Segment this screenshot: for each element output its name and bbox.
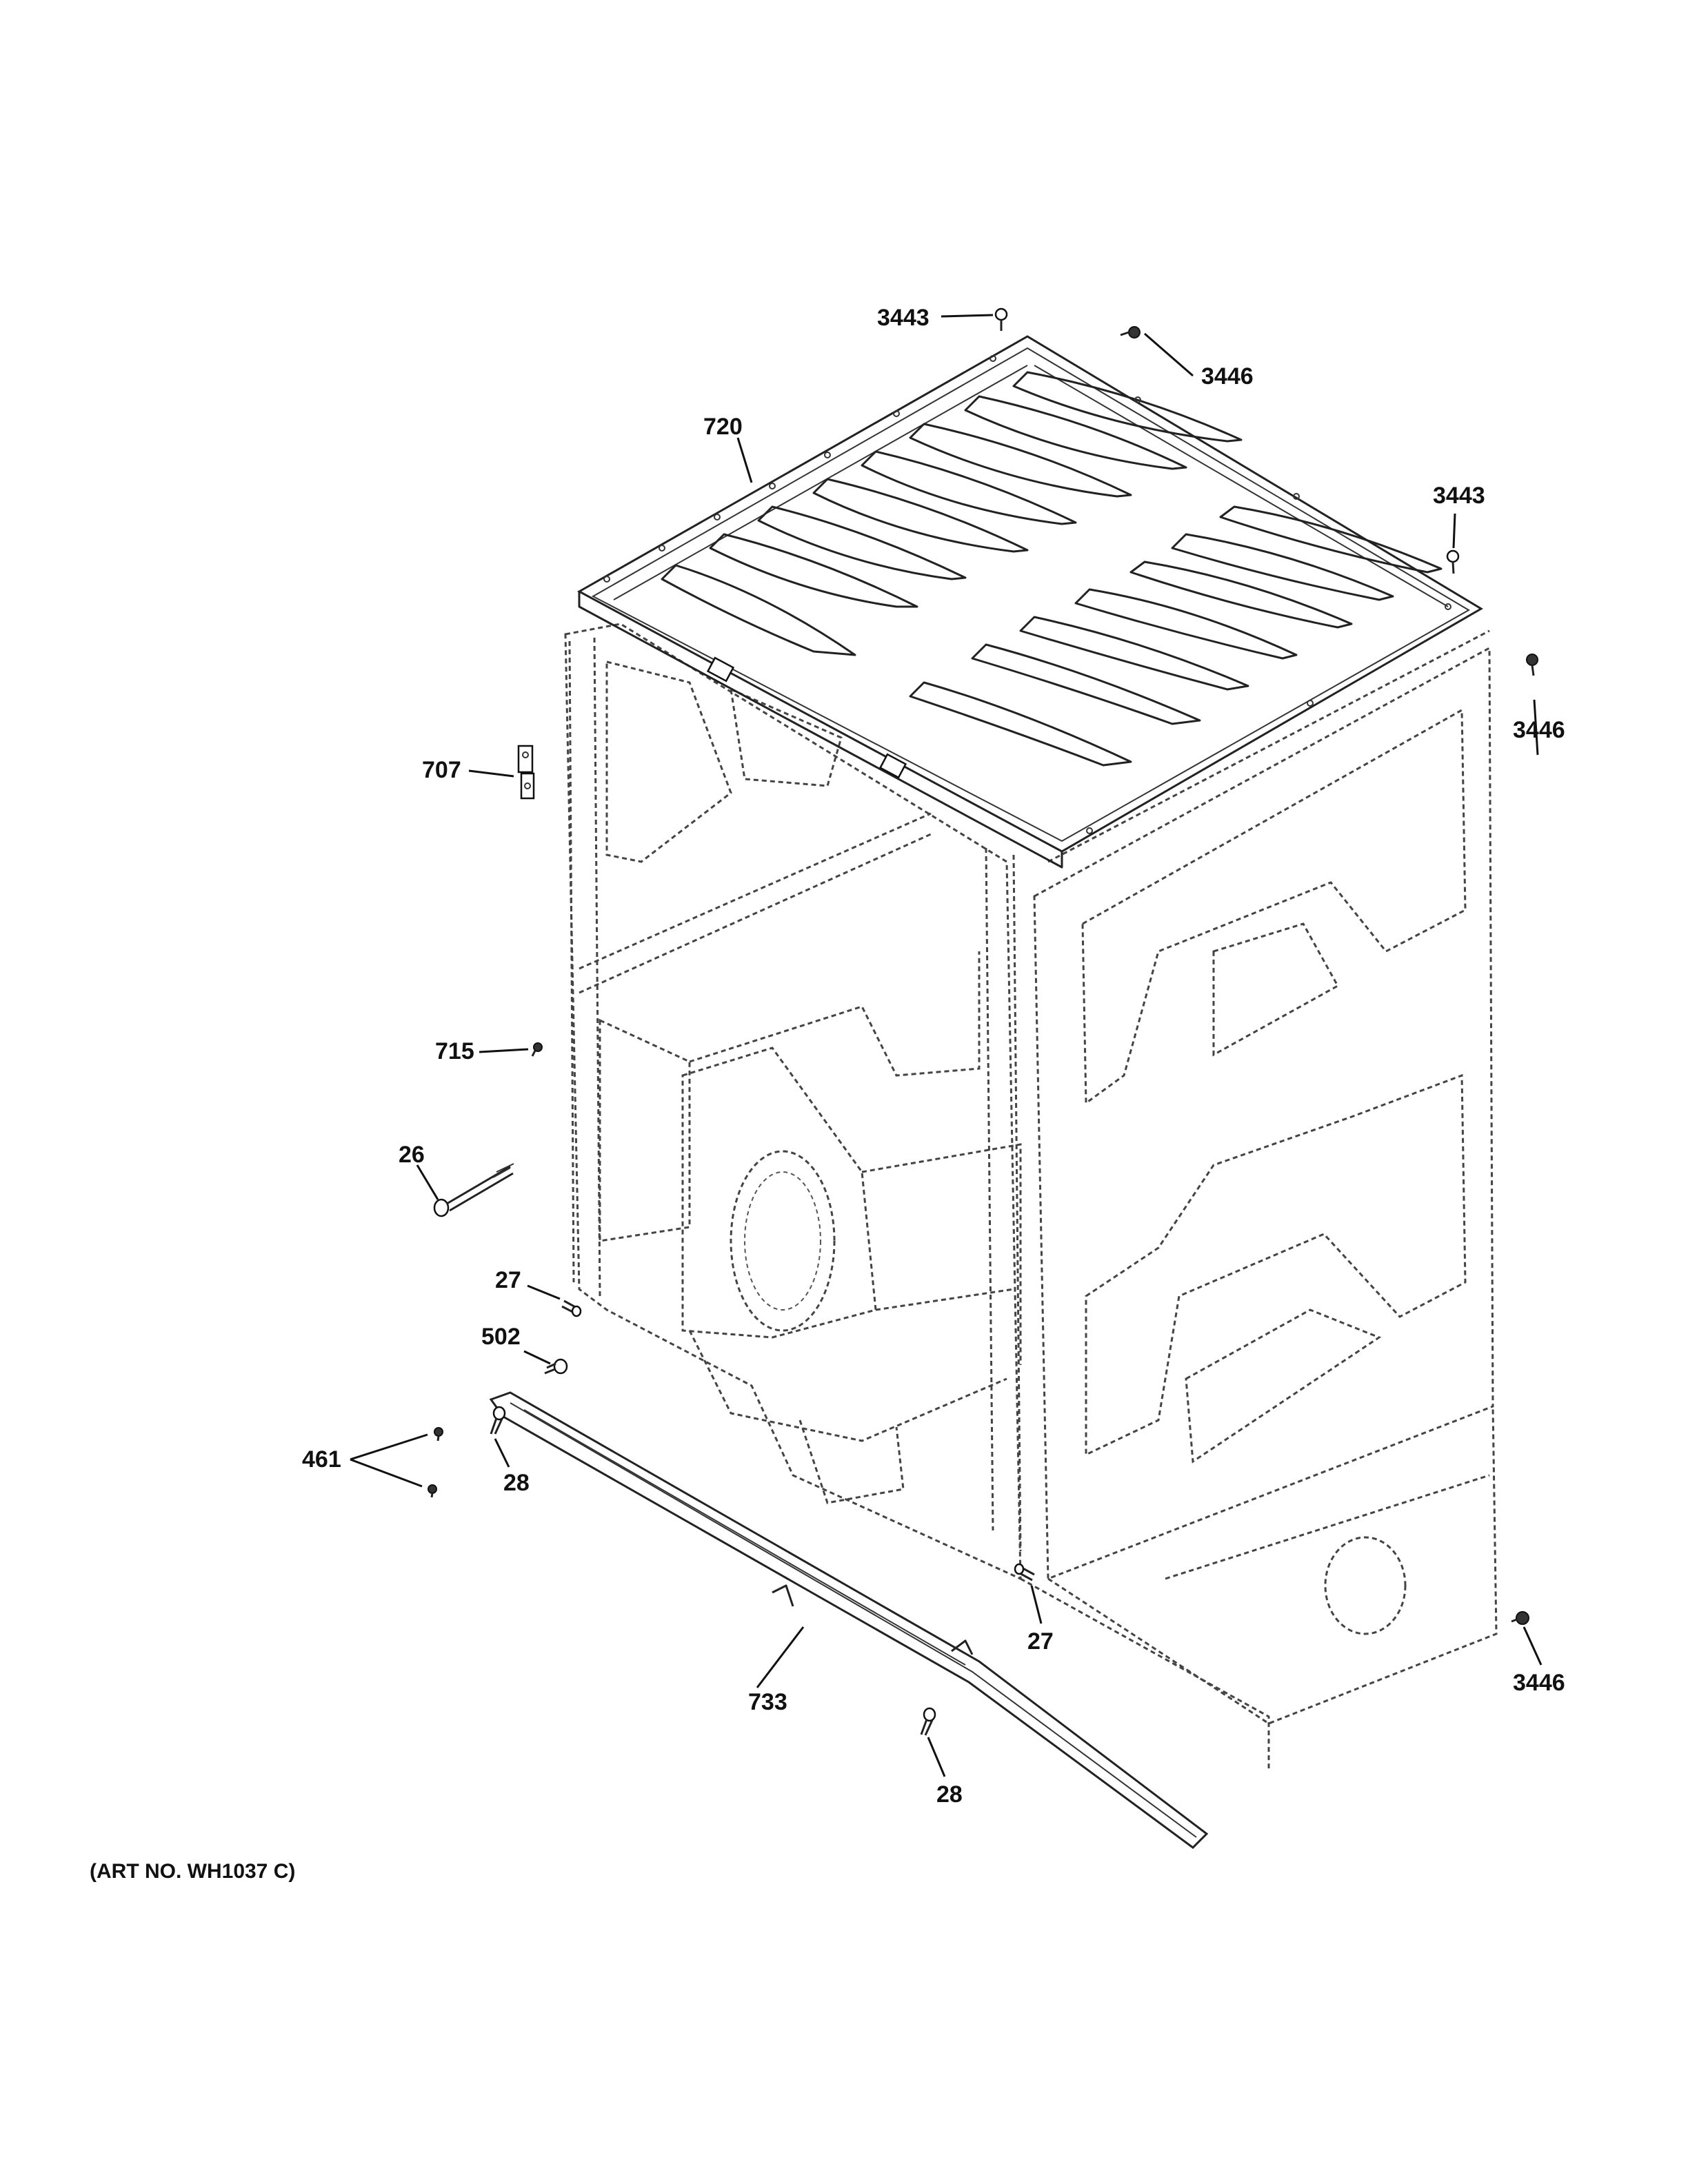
screw-502-icon — [544, 1358, 568, 1375]
callout-28-bottom: 28 — [936, 1781, 963, 1808]
screw-28-left-icon — [490, 1406, 506, 1435]
bolt-26-icon — [433, 1163, 514, 1217]
front-lower-panel — [489, 1391, 1209, 1849]
callout-502: 502 — [481, 1324, 521, 1350]
callout-27-left: 27 — [495, 1267, 521, 1293]
bracket-707-icon — [517, 745, 535, 800]
callout-3446-bottom: 3446 — [1513, 1670, 1565, 1696]
screw-3446-right-icon — [1526, 654, 1538, 676]
callout-3446-top: 3446 — [1201, 363, 1254, 390]
leader-lines — [350, 314, 1543, 1777]
screw-461-upper-icon — [434, 1427, 443, 1442]
callout-3443-top: 3443 — [877, 305, 930, 331]
pin-27-right-icon — [1014, 1563, 1035, 1581]
callout-461: 461 — [302, 1446, 341, 1473]
top-panel — [576, 335, 1483, 869]
callout-707: 707 — [422, 757, 461, 783]
screw-28-bottom-icon — [920, 1707, 936, 1736]
art-number: (ART NO. WH1037 C) — [90, 1860, 295, 1883]
screw-715-icon — [531, 1042, 543, 1057]
screw-461-lower-icon — [428, 1484, 437, 1498]
pin-27-left-icon — [561, 1300, 582, 1317]
screw-3446-top-icon — [1120, 326, 1141, 338]
callout-26: 26 — [399, 1142, 425, 1168]
callout-28-left: 28 — [503, 1470, 530, 1496]
right-side-panel — [1020, 629, 1498, 1772]
callout-715: 715 — [435, 1038, 474, 1064]
callout-733: 733 — [748, 1689, 787, 1715]
callout-3446-right: 3446 — [1513, 717, 1565, 743]
callout-labels: 3443 3446 720 3443 3446 707 715 26 27 50… — [302, 305, 1565, 1808]
callout-720: 720 — [703, 414, 743, 440]
cabinet-body — [564, 623, 1022, 1581]
screw-3446-bottom-icon — [1511, 1611, 1529, 1625]
callout-3443-right: 3443 — [1433, 483, 1485, 509]
screw-3443-top-icon — [994, 307, 1008, 331]
top-panel-ribs — [661, 371, 1443, 767]
fasteners — [428, 307, 1538, 1736]
screw-3443-right-icon — [1446, 549, 1460, 574]
callout-27-right: 27 — [1027, 1628, 1054, 1655]
